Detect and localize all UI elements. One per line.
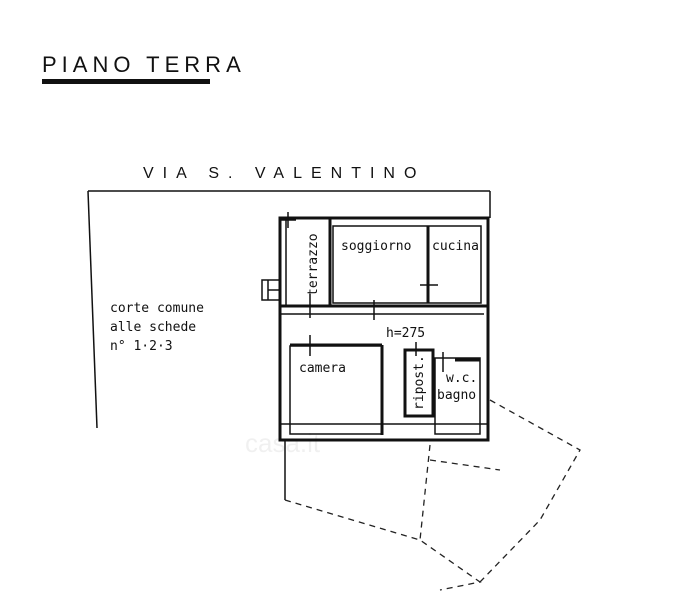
courtyard-label-line2: alle schede: [110, 320, 196, 335]
room-label-wc: w.c.: [446, 371, 477, 386]
ceiling-height-label: h=275: [386, 326, 425, 341]
room-label-terrazzo: terrazzo: [306, 233, 321, 296]
title-underline: [42, 79, 210, 84]
room-label-bagno: bagno: [437, 388, 476, 403]
plan-title: PIANO TERRA: [42, 52, 246, 77]
room-label-cucina: cucina: [432, 239, 479, 254]
courtyard-label-line1: corte comune: [110, 301, 204, 316]
building-walls: [278, 216, 490, 442]
street-name: VIA S. VALENTINO: [143, 165, 425, 182]
lot-boundary: [87, 190, 581, 591]
room-label-soggiorno: soggiorno: [341, 239, 411, 254]
entrance-steps: [261, 279, 281, 301]
watermark: casa.it: [245, 428, 321, 458]
room-label-camera: camera: [299, 361, 346, 376]
door-markers: [280, 212, 444, 372]
room-label-ripostiglio: ripost.: [412, 355, 427, 410]
courtyard-label-line3: n° 1·2·3: [110, 339, 173, 354]
